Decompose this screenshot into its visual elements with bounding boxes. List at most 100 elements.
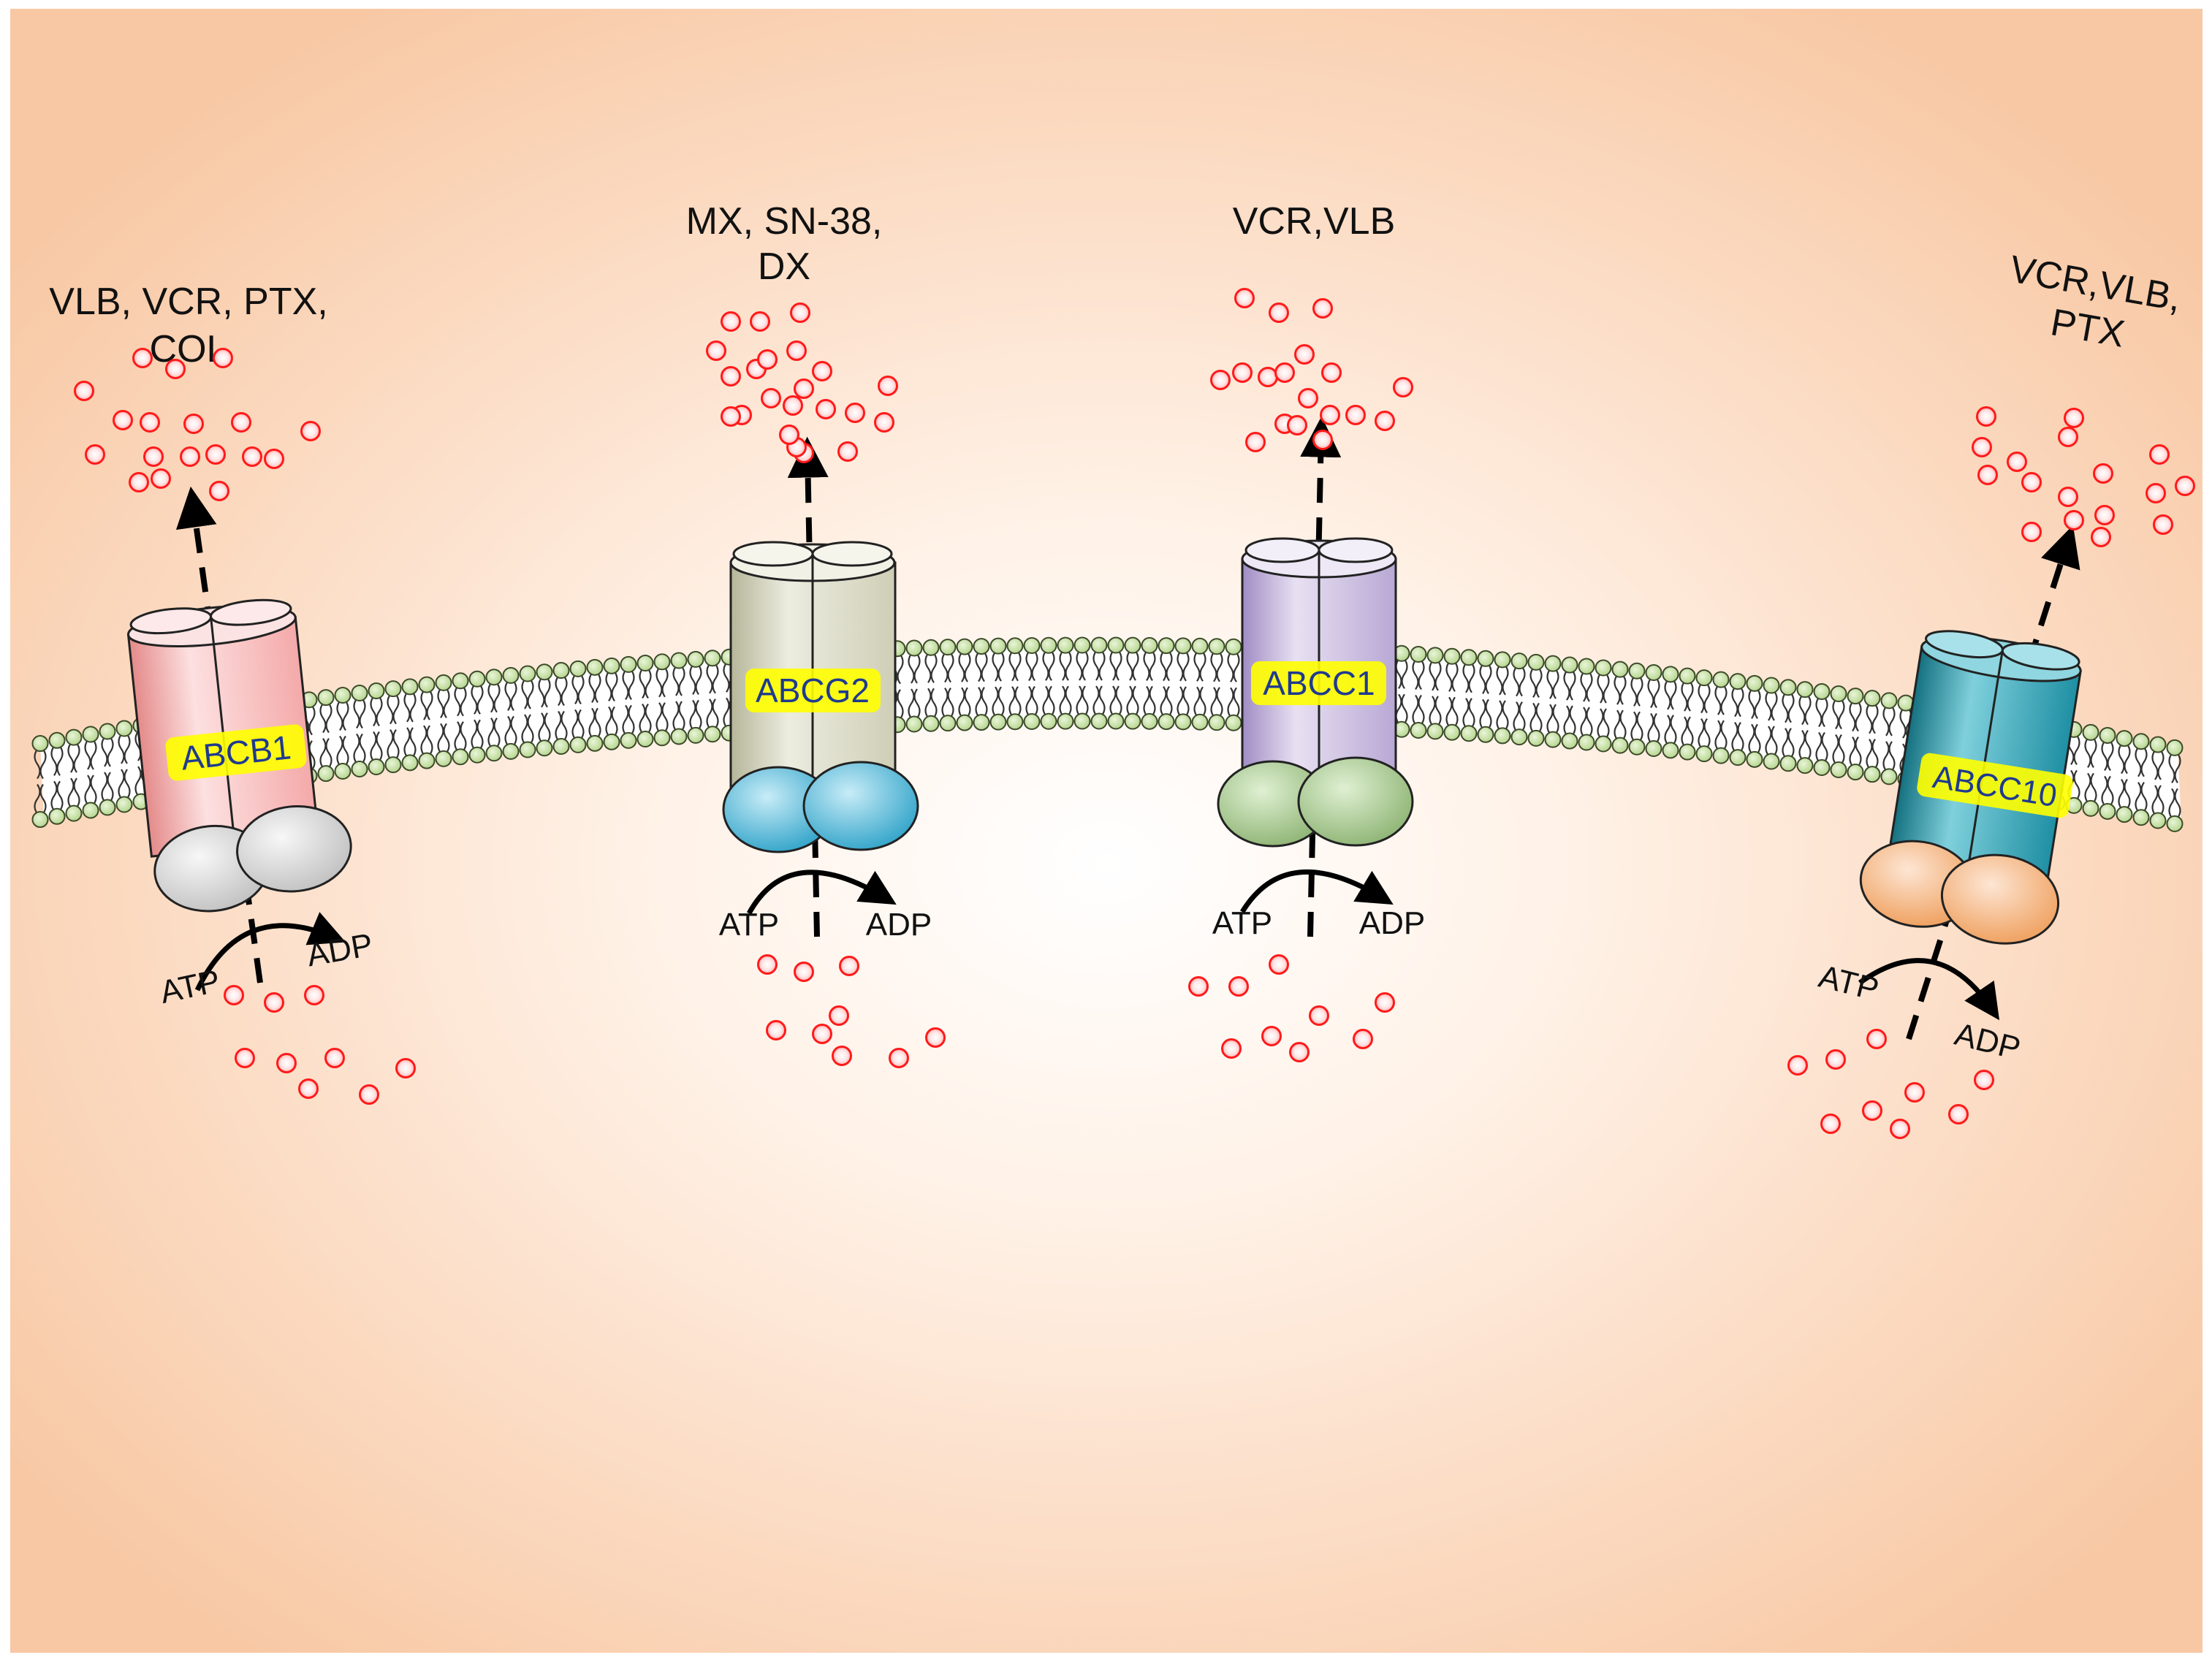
drug-molecule (721, 406, 741, 427)
lipid-head (2116, 806, 2133, 823)
lipid-head (603, 733, 620, 750)
lipid-tail (1798, 730, 1806, 761)
drug-molecule (1261, 1026, 1282, 1046)
lipid-head (586, 734, 604, 752)
lipid-tail (1765, 690, 1772, 721)
lipid-head (687, 726, 704, 744)
lipid-tail (1687, 681, 1694, 712)
lipid-head (1191, 637, 1209, 655)
drug-molecule (1976, 406, 1996, 427)
drug-molecule (1375, 992, 1395, 1013)
lipid-head (1510, 728, 1528, 746)
lipid-tail (975, 651, 982, 682)
lipid-tail (1687, 716, 1694, 747)
lipid-head (1695, 669, 1713, 687)
lipid-head (552, 738, 570, 756)
lipid-head (1527, 653, 1545, 671)
lipid-tail (1849, 701, 1856, 732)
atp-label: ATP (1212, 905, 1272, 941)
lipid-head (99, 799, 116, 816)
lipid-tail (1681, 681, 1688, 712)
lipid-tail (1216, 687, 1223, 718)
lipid-tail (1014, 686, 1022, 717)
lipid-tail (454, 686, 461, 717)
lipid-tail (2168, 753, 2175, 784)
lipid-tail (1031, 685, 1038, 717)
lipid-tail (90, 775, 97, 805)
lipid-tail (571, 674, 579, 705)
lipid-head (435, 674, 452, 691)
lipid-tail (975, 686, 982, 718)
lipid-tail (1479, 699, 1486, 729)
lipid-tail (471, 719, 478, 750)
lipid-tail (1636, 711, 1643, 742)
lipid-tail (50, 780, 58, 811)
drug-molecule (761, 388, 781, 408)
lipid-tail (678, 701, 685, 731)
transporters: VLB, VCR, PTX, COL ABCB1 ATP ADP MX, S (49, 200, 2184, 1067)
lipid-tail (1076, 650, 1083, 681)
lipid-tail (50, 745, 58, 776)
lipid-head (1107, 636, 1125, 654)
lipid-head (2132, 733, 2150, 750)
lipid-tail (460, 686, 467, 717)
drug-molecule (790, 302, 810, 323)
drug-molecule (165, 359, 186, 379)
lipid-head (1662, 742, 1679, 759)
lipid-head (1863, 766, 1881, 783)
drug-molecule (85, 444, 105, 465)
drug-molecule (180, 446, 200, 467)
drug-molecule (1188, 976, 1209, 997)
drug-molecule (324, 1048, 345, 1068)
name-highlight (1251, 661, 1386, 705)
substrate-label-abcc1: VCR,VLB (1233, 200, 1396, 243)
lipid-tail (1899, 708, 1907, 739)
lipid-tail (376, 731, 383, 762)
lipid-tail (123, 769, 131, 799)
lipid-tail (1098, 685, 1106, 716)
lipid-head (636, 655, 654, 672)
lipid-tail (2084, 772, 2091, 804)
lipid-tail (1832, 699, 1839, 730)
lipid-tail (1166, 650, 1173, 682)
lipid-tail (376, 696, 383, 727)
lipid-tail (437, 723, 444, 754)
lipid-tail (1653, 712, 1660, 744)
lipid-tail (387, 694, 394, 725)
lipid-tail (544, 712, 551, 743)
drug-molecule (213, 348, 233, 368)
lipid-tail (1468, 698, 1475, 728)
lipid-head (922, 715, 940, 732)
drug-molecule (812, 1024, 832, 1044)
lipid-tail (964, 652, 971, 682)
lipid-tail (908, 653, 915, 684)
lipid-head (468, 746, 486, 764)
lipid-tail (992, 651, 999, 682)
drug-molecule (1904, 1082, 1925, 1103)
lipid-tail (1177, 651, 1184, 682)
lipid-head (1124, 712, 1141, 730)
lipid-tail (2107, 740, 2114, 772)
lipid-tail (420, 725, 427, 756)
lipid-tail (1815, 731, 1823, 763)
drug-molecule (1977, 465, 1998, 485)
lipid-head (670, 652, 688, 669)
lipid-tail (1109, 650, 1117, 681)
lipid-tail (403, 727, 411, 758)
lipid-head (653, 729, 671, 747)
lipid-tail (1855, 736, 1862, 767)
lipid-head (905, 715, 923, 733)
lipid-head (1813, 683, 1831, 701)
lipid-head (989, 637, 1007, 655)
lipid-tail (1233, 687, 1240, 718)
lipid-tail (409, 727, 417, 758)
lipid-head (1090, 712, 1108, 730)
drug-molecule (300, 421, 321, 441)
lipid-tail (2135, 782, 2142, 813)
lipid-head (704, 726, 721, 743)
atp-label: ATP (719, 907, 779, 943)
lipid-tail (1731, 722, 1738, 753)
lipid-head (1023, 636, 1041, 654)
lipid-tail (67, 742, 75, 773)
lipid-tail (672, 701, 680, 731)
